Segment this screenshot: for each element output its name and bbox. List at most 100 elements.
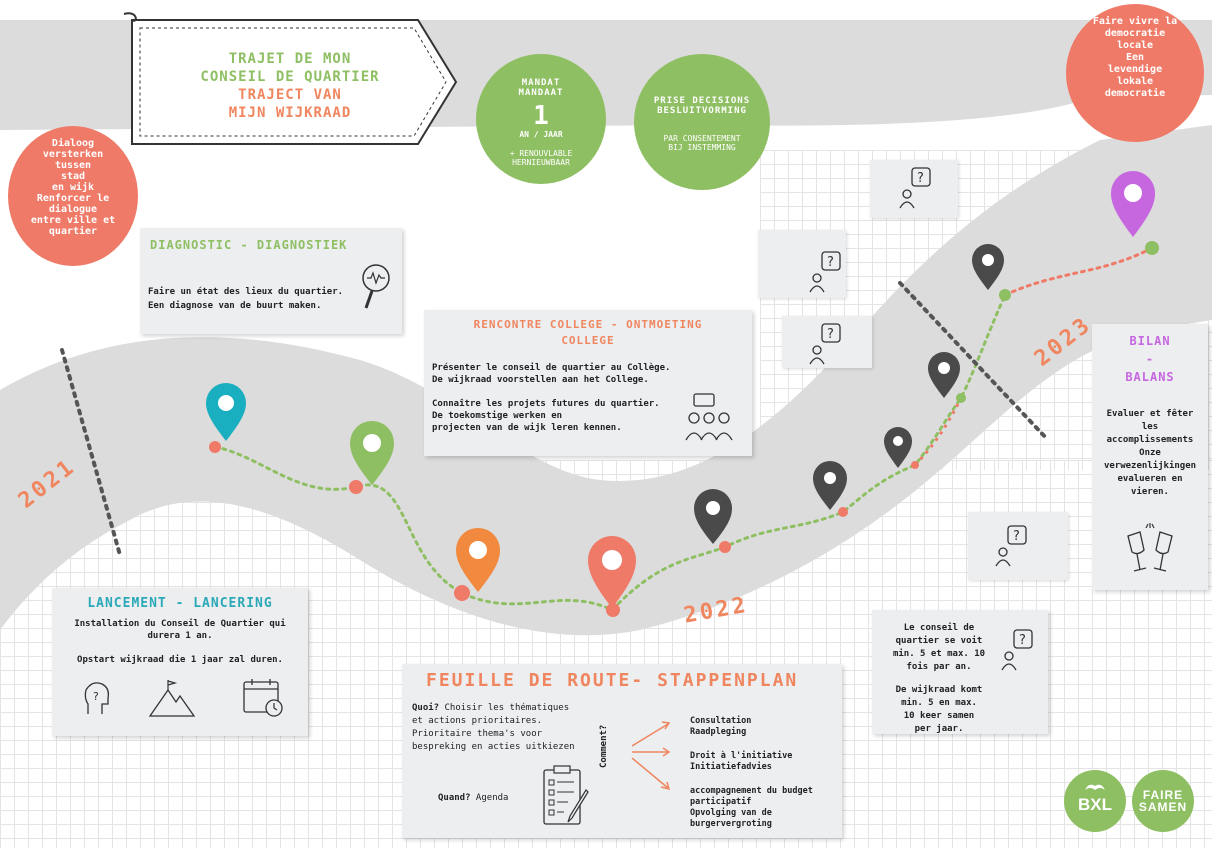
dialog-line: stad [60, 171, 86, 182]
dialog-line: dialogue [48, 204, 98, 215]
college-text-2: De wijkraad voorstellen aan het College. [432, 375, 649, 385]
svg-text:?: ? [917, 171, 924, 186]
roadmap-when: Quand? Agenda [438, 792, 508, 805]
bxl-logo-text: BXL [1078, 795, 1112, 814]
college-text-1: Présenter le conseil de quartier au Coll… [432, 363, 671, 373]
frequency-line-fr: quartier se voit [895, 636, 983, 646]
when-text: Agenda [470, 793, 509, 803]
pin-green-icon [350, 421, 394, 485]
frequency-line-nl: De wijkraad komt [895, 685, 983, 695]
what-label: Quoi? [412, 703, 440, 713]
mandate-circle: MANDAT MANDAAT 1 AN / JAAR + RENOUVLABLE… [476, 54, 606, 184]
diagnostic-box: DIAGNOSTIC - DIAGNOSTIEK Faire un état d… [140, 228, 402, 334]
goal-line: locale [1116, 40, 1154, 51]
bilan-line: les [1141, 422, 1159, 432]
goal-circle: Faire vivre la democratie locale Een lev… [1066, 4, 1204, 142]
option-initiative-fr: Droit à l'initiative [690, 751, 793, 761]
thinking-head-icon: ? [84, 682, 110, 714]
champagne-glasses-icon [1127, 523, 1173, 572]
college-box: RENCONTRE COLLEGE - ONTMOETING COLLEGE P… [424, 310, 752, 456]
bird-icon [1085, 784, 1105, 790]
option-budget-nl-1: Opvolging van de [690, 808, 772, 818]
dialog-circle: Dialoog versterken tussen stad en wijk R… [8, 126, 138, 266]
bilan-line: vieren. [1131, 487, 1169, 497]
frequency-line-fr: fois par an. [906, 662, 972, 672]
question-box: ? [782, 316, 872, 368]
pin-dark-icon [694, 489, 732, 544]
when-label: Quand? [438, 793, 471, 803]
goal-line: Faire vivre la [1092, 16, 1178, 27]
option-consultation-nl: Raadpleging [690, 727, 747, 737]
mandate-number: 1 [533, 101, 549, 131]
roadmap-what-line-4: bespreking en acties uitkiezen [412, 742, 575, 752]
decisions-sub-fr: PAR CONSENTEMENT [663, 134, 741, 143]
checklist-icon [543, 765, 589, 825]
college-heading-1: RENCONTRE COLLEGE - ONTMOETING [473, 318, 703, 331]
question-person-icon: ? [995, 525, 1027, 567]
mandate-unit: AN / JAAR [519, 130, 563, 139]
separator-2021 [60, 348, 122, 557]
svg-text:?: ? [1013, 529, 1020, 544]
roadmap-heading: FEUILLE DE ROUTE- STAPPENPLAN [426, 670, 799, 691]
calendar-clock-icon [243, 679, 283, 717]
title-ribbon [123, 12, 458, 145]
roadmap-box: FEUILLE DE ROUTE- STAPPENPLAN Quoi? Choi… [402, 664, 842, 838]
roadmap-what-line-2: et actions prioritaires. [412, 716, 543, 726]
bilan-heading-dash: - [1145, 352, 1155, 366]
launch-text-3: Opstart wijkraad die 1 jaar zal duren. [77, 655, 283, 665]
pin-dark-icon [928, 352, 960, 398]
page-title: TRAJET DE MON CONSEIL DE QUARTIER TRAJEC… [150, 50, 430, 122]
question-box: ? [758, 230, 846, 298]
svg-text:?: ? [93, 690, 99, 703]
bilan-line: accomplissements [1106, 435, 1194, 445]
roadmap-how-label: Comment? [599, 724, 609, 768]
svg-text:?: ? [827, 255, 834, 270]
launch-box: LANCEMENT - LANCERING Installation du Co… [52, 588, 308, 736]
bxl-logo: BXL [1064, 770, 1126, 832]
pin-purple-icon [1111, 171, 1155, 237]
frequency-line-fr: Le conseil de [903, 623, 975, 633]
college-text-5: projecten van de wijk leren kennen. [432, 423, 622, 433]
samen-text: SAMEN [1138, 800, 1188, 814]
pin-dark-icon [884, 427, 912, 468]
frequency-line-nl: min. 5 en max. [901, 698, 977, 708]
goal-line: levendige [1107, 64, 1163, 75]
svg-text:?: ? [1019, 633, 1026, 648]
dialog-line: quartier [48, 226, 98, 237]
frequency-box: Le conseil de quartier se voit min. 5 et… [872, 610, 1048, 734]
svg-text:?: ? [827, 327, 834, 342]
decisions-circle: PRISE DECISIONS BESLUITVORMING PAR CONSE… [634, 54, 770, 190]
college-heading-2: COLLEGE [561, 334, 615, 347]
dialog-line: Dialoog [51, 138, 95, 149]
diagnostic-text-nl: Een diagnose van de buurt maken. [148, 301, 322, 311]
bilan-heading-fr: BILAN [1129, 334, 1171, 348]
goal-line: democratie [1104, 28, 1166, 39]
bilan-line: evalueren en [1117, 474, 1183, 484]
launch-text-1: Installation du Conseil de Quartier qui [74, 619, 286, 629]
bilan-line: verwezenlijkingen [1103, 461, 1197, 471]
mandate-renew-fr: + RENOUVLABLE [509, 149, 573, 158]
goal-line: Een [1125, 52, 1145, 63]
option-initiative-nl: Initiatiefadvies [690, 762, 772, 772]
option-budget-nl-2: burgervergroting [690, 819, 772, 829]
option-consultation-fr: Consultation [690, 716, 752, 726]
arrows [631, 721, 671, 791]
bilan-line: Evaluer et fêter [1106, 409, 1194, 419]
decisions-sub-nl: BIJ INSTEMMING [668, 143, 736, 152]
title-line-fr-2: CONSEIL DE QUARTIER [200, 69, 380, 85]
faire-samen-logo: FAIRE SAMEN [1132, 770, 1194, 832]
roadmap-what: Quoi? Choisir les thématiques et actions… [412, 702, 575, 754]
frequency-line-nl: per jaar. [914, 724, 964, 734]
title-line-fr-1: TRAJET DE MON [228, 51, 352, 67]
mountain-flag-icon [148, 680, 196, 717]
dialog-line: tussen [54, 160, 92, 171]
goal-text: Faire vivre la democratie locale Een lev… [1066, 4, 1204, 100]
pin-orange-icon [456, 528, 500, 592]
roadmap-what-line-3: Prioritaire thema's voor [412, 729, 543, 739]
pin-salmon-icon [588, 536, 636, 608]
dialog-line: versterken [42, 149, 104, 160]
option-budget-fr-1: accompagnement du budget [690, 786, 813, 796]
mandate-heading-fr: MANDAT [521, 78, 561, 88]
bilan-heading-nl: BALANS [1125, 370, 1175, 384]
